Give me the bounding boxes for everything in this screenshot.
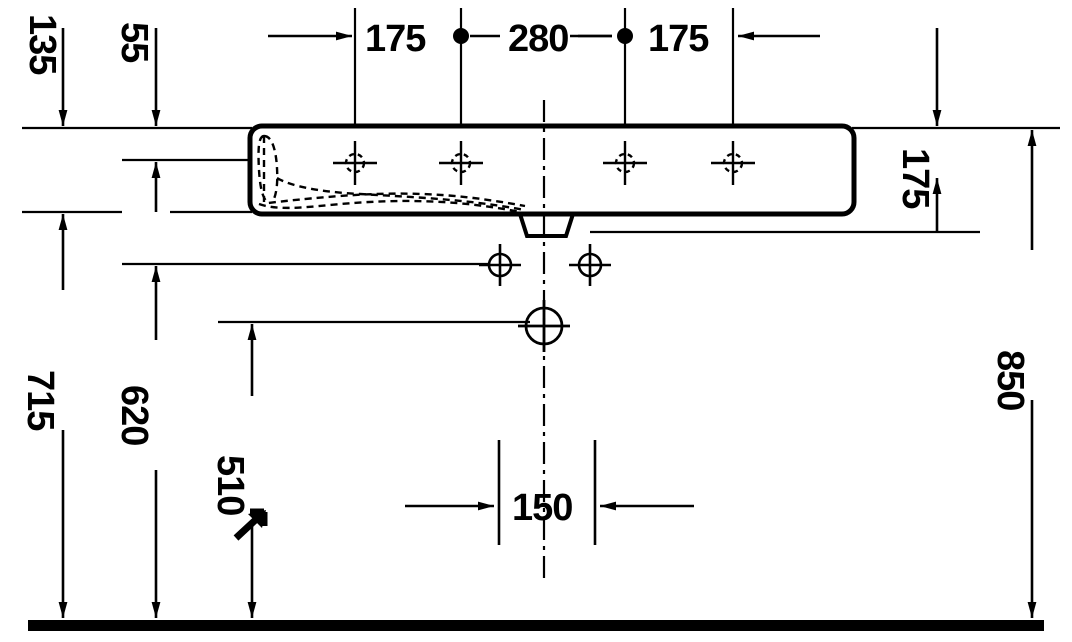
tap-hole-4 — [711, 141, 755, 185]
supply-connection-markers — [479, 244, 611, 286]
supply-hot — [479, 244, 521, 286]
tap-hole-markers — [333, 141, 755, 185]
dim-label-150: 150 — [512, 487, 572, 529]
dim-label-280: 280 — [508, 18, 568, 60]
tap-hole-3 — [603, 141, 647, 185]
dim-label-850: 850 — [989, 350, 1031, 410]
supply-cold — [569, 244, 611, 286]
basin-outline — [247, 123, 857, 217]
tap-hole-1 — [333, 141, 377, 185]
left-long-vertical-dims — [63, 214, 252, 618]
floor-line — [28, 620, 1044, 631]
left-top-vertical-dims — [63, 28, 156, 212]
basin-bowl-lower-edge — [258, 199, 521, 214]
dim-label-175-side: 175 — [894, 148, 936, 209]
drain-outlet-trapezoid — [518, 213, 575, 238]
dim-label-620: 620 — [113, 385, 155, 445]
dim-label-175-right: 175 — [648, 18, 709, 60]
dim-label-55: 55 — [113, 22, 155, 63]
top-chain-dot-markers — [453, 28, 633, 44]
dim-label-715: 715 — [19, 370, 61, 431]
extension-lines — [22, 126, 1060, 324]
chain-dot-left — [453, 28, 469, 44]
diagonal-arrow-head-icon — [248, 510, 266, 528]
washbasin-body — [247, 123, 857, 217]
bottom-150-dimension — [405, 440, 694, 545]
tap-hole-2 — [439, 141, 483, 185]
basin-inner-contour — [257, 134, 526, 212]
dim-label-135: 135 — [21, 14, 63, 75]
dim-label-175-left: 175 — [365, 18, 426, 60]
chain-dot-right — [617, 28, 633, 44]
dim-label-510: 510 — [209, 455, 251, 515]
waste-outlet — [518, 300, 570, 352]
